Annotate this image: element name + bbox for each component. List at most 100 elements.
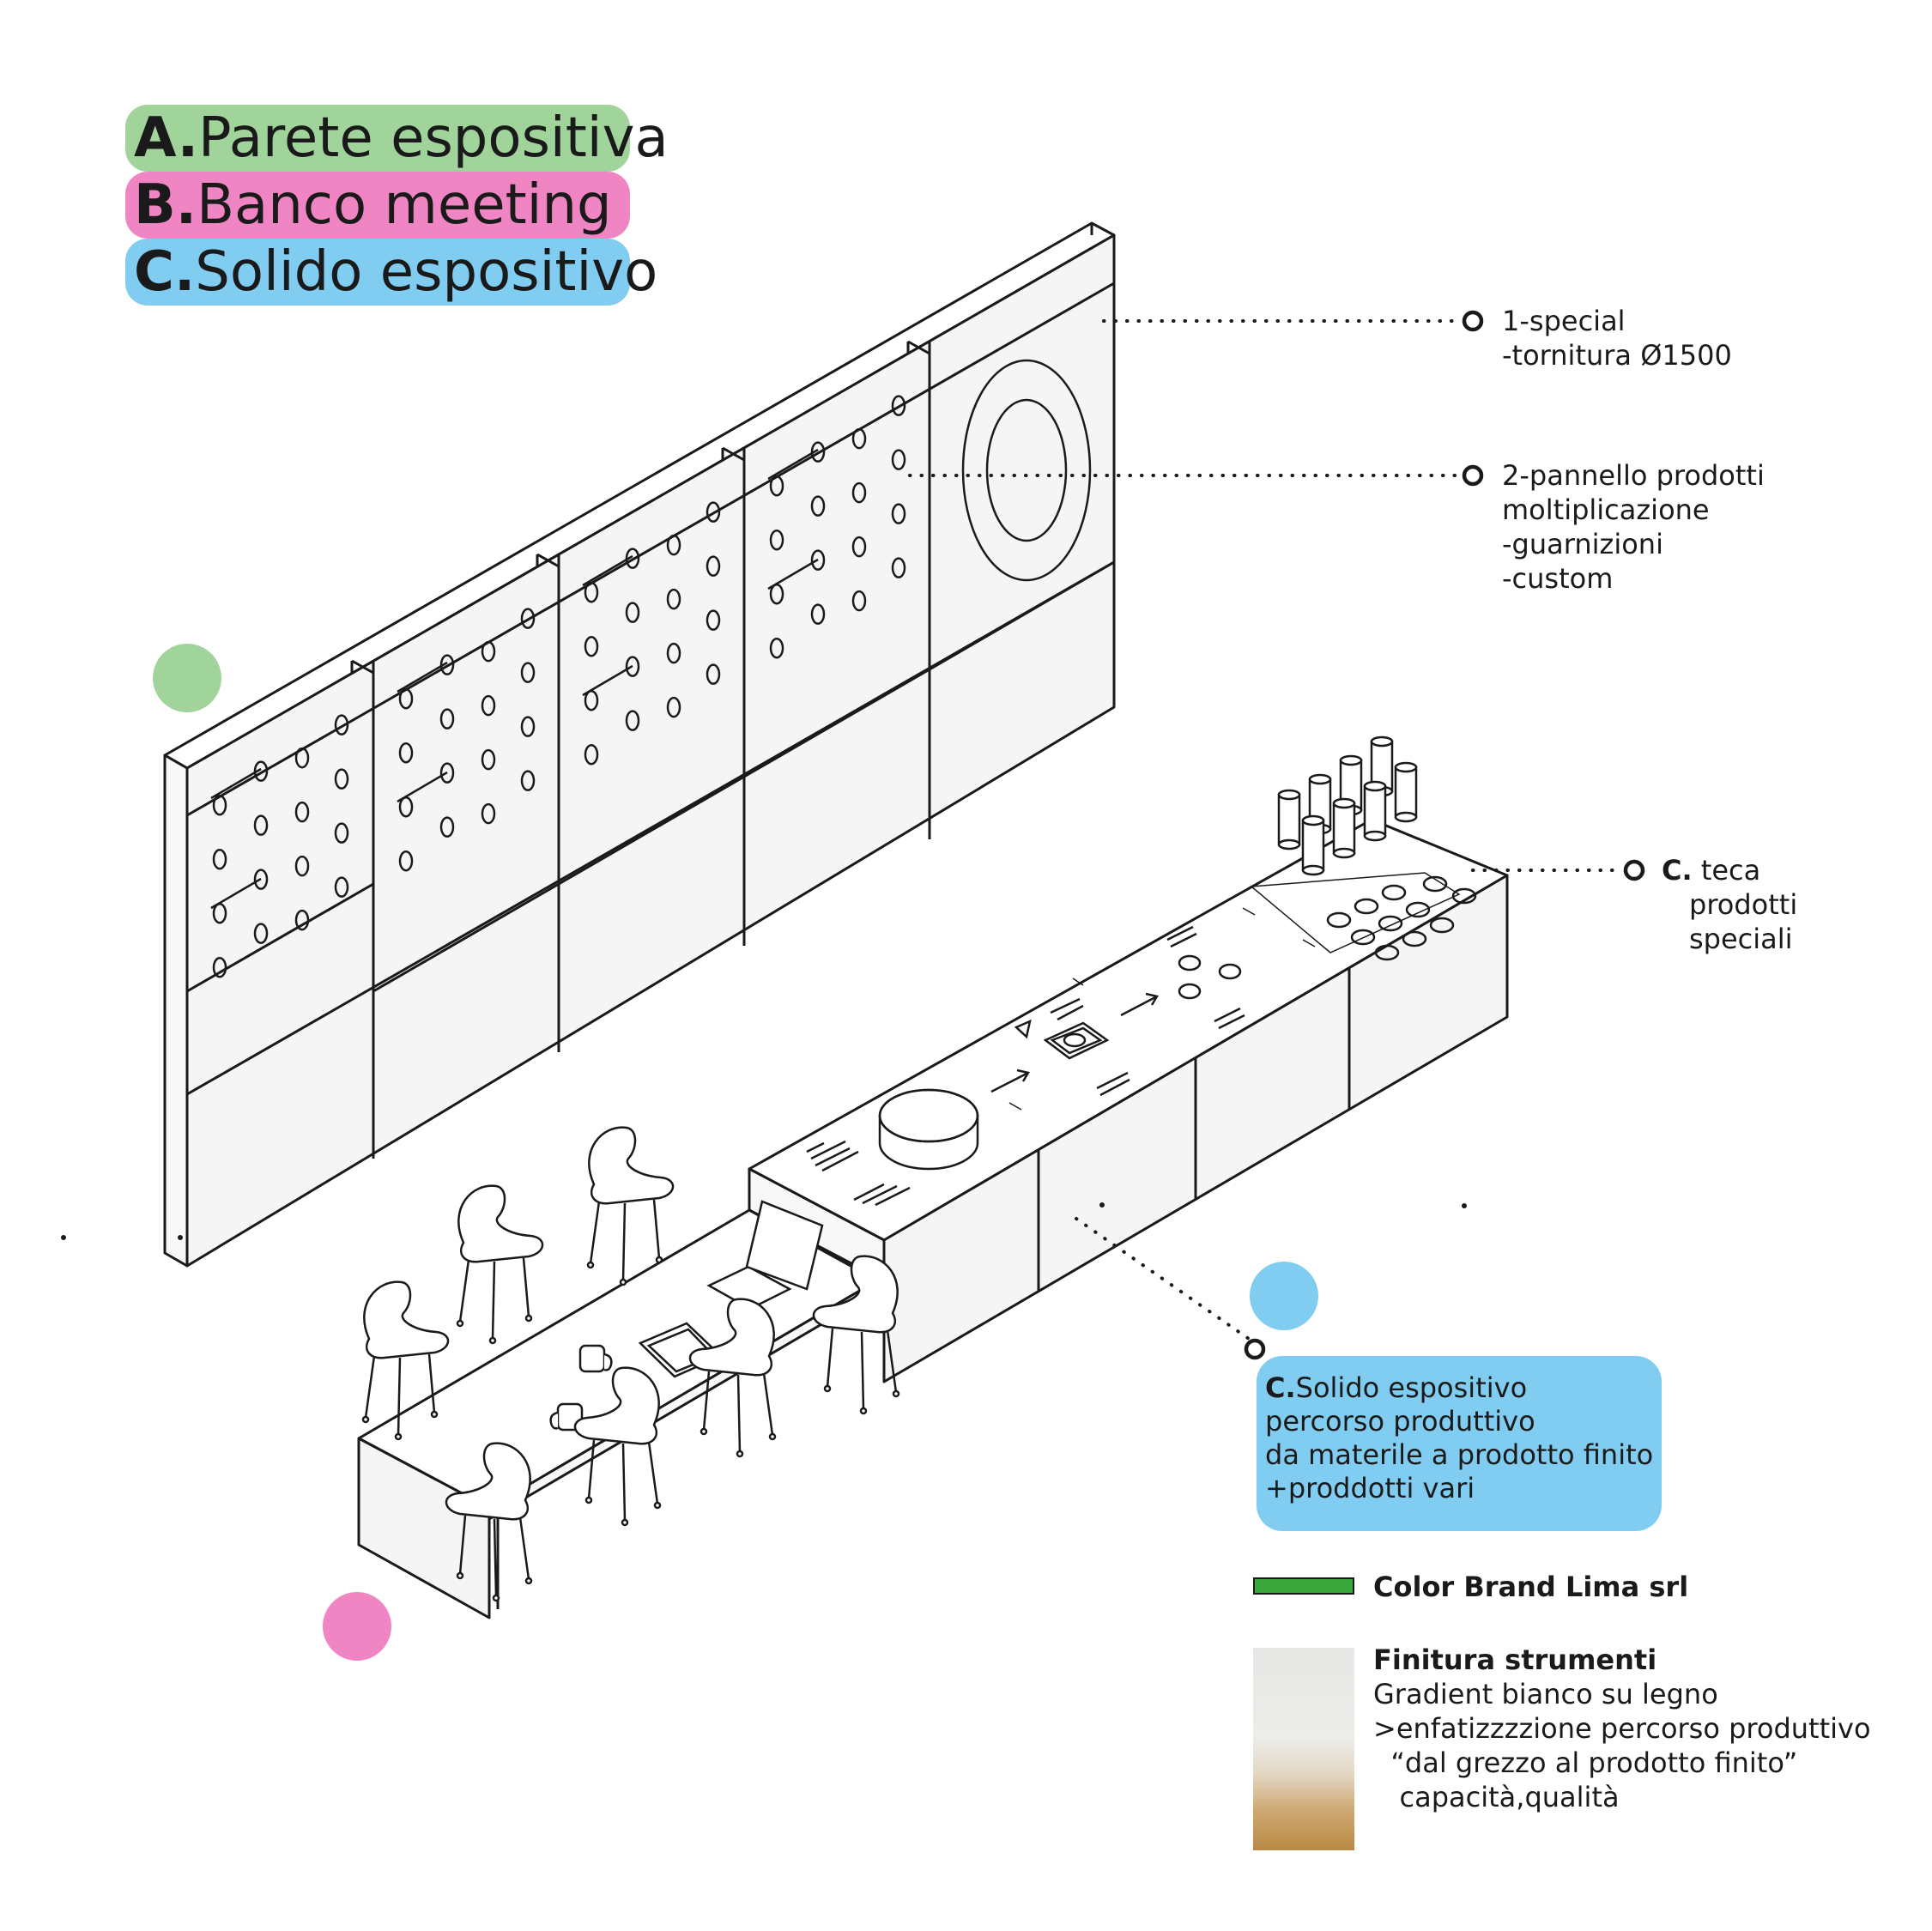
leader-lines xyxy=(908,319,1622,1341)
panel-rule xyxy=(767,558,819,590)
hole xyxy=(666,534,681,556)
solid-top-items xyxy=(806,872,1461,1207)
hole xyxy=(481,802,496,825)
marker-c-blue xyxy=(1250,1262,1318,1330)
hole xyxy=(625,656,640,677)
hole xyxy=(520,608,536,629)
hole xyxy=(212,848,227,870)
special-products-case xyxy=(1277,735,1477,961)
chair xyxy=(586,1126,675,1286)
marker-a-green xyxy=(153,644,221,712)
brand-color-label: Color Brand Lima srl xyxy=(1373,1571,1689,1603)
hole xyxy=(584,635,599,657)
hole xyxy=(294,909,310,931)
solido-info-text: C.Solido espositivo percorso produttivo … xyxy=(1265,1371,1654,1504)
ring xyxy=(1326,911,1352,929)
ring xyxy=(1374,944,1400,961)
callout-special: 1-special -tornitura Ø1500 xyxy=(1502,305,1732,372)
hole xyxy=(851,481,867,504)
hole xyxy=(481,640,496,663)
legend-b: B.Banco meeting xyxy=(134,173,612,237)
hole xyxy=(439,708,455,729)
display-wall xyxy=(163,221,1116,1268)
hole xyxy=(706,609,721,631)
panel-rule xyxy=(397,661,448,693)
marker-b-pink xyxy=(323,1592,391,1661)
chair xyxy=(812,1255,900,1415)
hole xyxy=(891,449,906,470)
hole xyxy=(584,743,599,766)
hole xyxy=(810,603,826,625)
hole xyxy=(398,742,414,764)
chair xyxy=(573,1366,662,1527)
ring xyxy=(1381,884,1407,901)
ring xyxy=(1429,917,1455,934)
chair xyxy=(361,1280,450,1441)
hole xyxy=(439,654,455,675)
hole xyxy=(294,855,310,877)
legend-a: A.Parete espositiva xyxy=(134,106,669,170)
chairs xyxy=(361,1126,900,1602)
hole xyxy=(253,869,269,890)
hole xyxy=(891,557,906,578)
brand-color-swatch xyxy=(1253,1577,1354,1595)
hole xyxy=(398,850,414,872)
hole xyxy=(584,581,599,603)
chair xyxy=(445,1442,533,1602)
ring xyxy=(1451,887,1477,905)
hole xyxy=(891,395,906,416)
chair xyxy=(456,1184,544,1345)
cylinder xyxy=(1394,761,1418,823)
hole xyxy=(625,710,640,731)
ring xyxy=(1350,929,1376,946)
hole xyxy=(398,687,414,710)
hole xyxy=(212,956,227,978)
panel-rule xyxy=(210,767,262,800)
hole xyxy=(481,748,496,771)
panel-rule xyxy=(210,877,262,910)
hole xyxy=(334,768,349,790)
hole xyxy=(810,441,826,463)
product-panel-holes xyxy=(210,395,906,978)
hole xyxy=(334,822,349,844)
legend-pill-b xyxy=(125,172,630,239)
hole xyxy=(851,427,867,450)
hole xyxy=(851,590,867,612)
cylinder xyxy=(1332,797,1356,859)
hole xyxy=(625,548,640,569)
hole xyxy=(666,588,681,610)
hole xyxy=(810,549,826,571)
hole xyxy=(294,747,310,769)
hole xyxy=(851,536,867,558)
ring xyxy=(1405,901,1431,918)
hole xyxy=(253,814,269,836)
hole xyxy=(520,770,536,791)
panel-rule xyxy=(582,554,633,587)
hole xyxy=(706,555,721,577)
hole xyxy=(334,876,349,898)
hole xyxy=(769,637,784,659)
panel-rule xyxy=(582,664,633,697)
ring xyxy=(1422,875,1448,893)
hole xyxy=(666,642,681,664)
hole xyxy=(706,501,721,523)
hole xyxy=(769,529,784,551)
hole xyxy=(212,794,227,816)
leader-dots xyxy=(61,1202,1467,1240)
leader-rings xyxy=(1244,310,1645,1360)
panel-rule xyxy=(767,448,819,481)
hole xyxy=(294,801,310,823)
ring xyxy=(1378,915,1403,932)
hole xyxy=(810,495,826,517)
hole xyxy=(439,816,455,838)
ring xyxy=(1354,898,1379,915)
legend-pill-c xyxy=(125,239,630,306)
hole xyxy=(520,662,536,683)
chair xyxy=(688,1298,777,1458)
legend-pill-a xyxy=(125,105,630,172)
hole xyxy=(769,475,784,497)
hole xyxy=(706,663,721,685)
hole xyxy=(625,602,640,623)
hole xyxy=(253,923,269,944)
